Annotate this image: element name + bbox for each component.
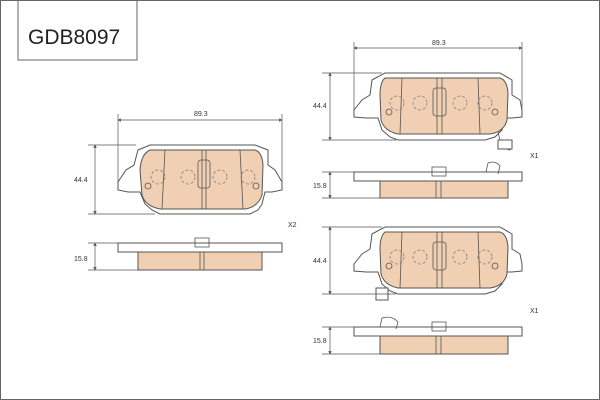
rear-upper-quantity-label: X1 xyxy=(530,153,539,160)
front-quantity-label: X2 xyxy=(288,222,297,229)
rear-pad-upper-face-view: 89.3 44.4 X1 xyxy=(313,40,539,160)
front-height-label: 44.4 xyxy=(74,177,88,184)
rear-pad-upper-side-view: 15.8 xyxy=(313,161,523,199)
part-number: GDB8097 xyxy=(28,26,120,49)
rear-lower-thickness-label: 15.8 xyxy=(313,338,327,345)
rear-upper-thickness-label: 15.8 xyxy=(313,183,327,190)
front-width-label: 89.3 xyxy=(194,111,208,118)
front-thickness-label: 15.8 xyxy=(74,256,88,263)
title-block: GDB8097 xyxy=(17,0,138,61)
rear-pad-lower-side-view: 15.8 xyxy=(313,316,523,355)
rear-lower-quantity-label: X1 xyxy=(530,308,539,315)
rear-upper-width-label: 89.3 xyxy=(432,40,446,47)
rear-lower-height-label: 44.4 xyxy=(313,258,327,265)
front-pad-side-view: 15.8 xyxy=(74,237,283,271)
rear-upper-height-label: 44.4 xyxy=(313,103,327,110)
rear-pad-lower-face-view: 44.4 X1 xyxy=(313,226,539,315)
front-pad-face-view: 89.3 44.4 X2 xyxy=(74,111,297,229)
